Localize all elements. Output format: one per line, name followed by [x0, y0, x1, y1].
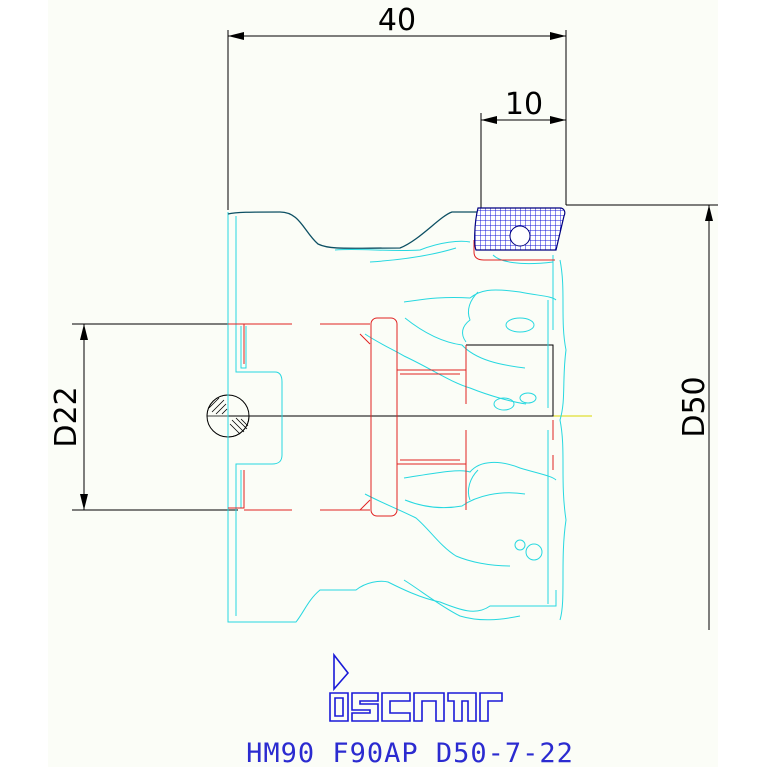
cutter-diameter-label: D50: [677, 376, 712, 437]
insert-width-label: 10: [505, 87, 543, 122]
product-caption: HM90 F90AP D50-7-22: [246, 738, 574, 767]
cutter-body: [206, 211, 592, 623]
drawing-background: [48, 0, 718, 767]
cutting-insert: [474, 207, 566, 251]
dimension-cutter-diameter: D50: [566, 204, 718, 630]
overall-width-label: 40: [378, 3, 416, 38]
logo-flag-icon: [333, 652, 350, 692]
dimension-bore-diameter: D22: [49, 323, 238, 511]
dimension-insert-width: 10: [480, 87, 567, 210]
brand-logo: [329, 652, 503, 722]
bore-diameter-label: D22: [49, 386, 84, 447]
dimension-overall-width: 40: [227, 3, 567, 210]
